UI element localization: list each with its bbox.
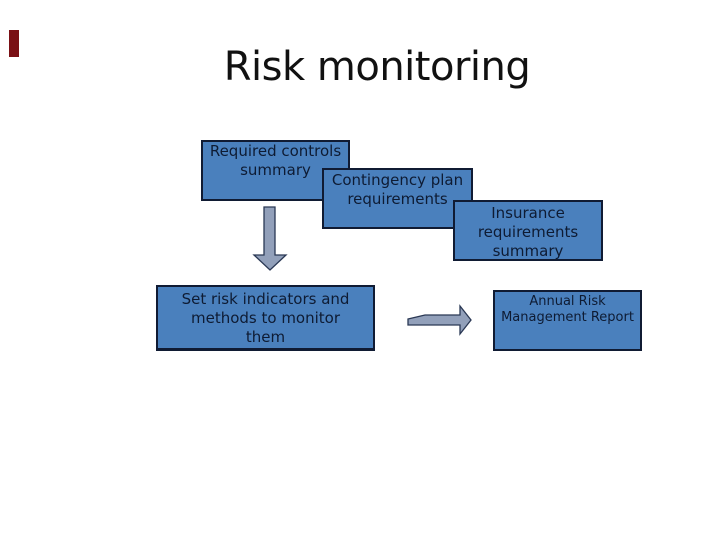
box-insurance-requirements-summary: Insurance requirements summary [453, 200, 603, 261]
box-set-risk-indicators: Set risk indicators and methods to monit… [156, 285, 375, 351]
down-arrow-icon [252, 206, 288, 271]
box-contingency-plan-requirements: Contingency plan requirements [322, 168, 473, 229]
accent-bar [9, 30, 19, 57]
slide-title: Risk monitoring [223, 44, 531, 90]
box-annual-risk-management-report: Annual Risk Management Report [493, 290, 642, 351]
right-arrow-icon [407, 304, 472, 336]
